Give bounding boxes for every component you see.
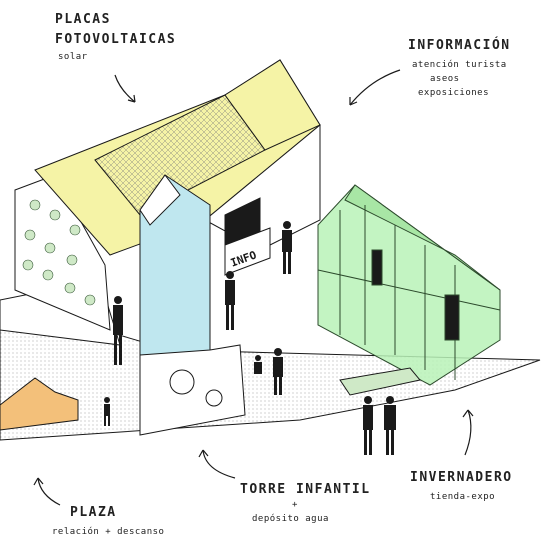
- arrow-greenhouse: [464, 409, 472, 456]
- tower-title: TORRE INFANTIL: [240, 482, 371, 497]
- arrow-info: [349, 69, 401, 106]
- annotation-arrows: [33, 69, 474, 506]
- info-sign: INFO: [224, 227, 271, 276]
- person-icon: [113, 296, 123, 365]
- info-item-1: atención turista: [412, 60, 507, 70]
- kids-tower: [139, 174, 246, 436]
- planter-box: [339, 367, 421, 396]
- person-icon: [282, 221, 292, 274]
- person-icon: [363, 396, 373, 455]
- people: [104, 221, 396, 455]
- info-item-3: exposiciones: [418, 88, 490, 98]
- info-item-2: aseos: [430, 74, 460, 84]
- arrow-tower: [202, 449, 236, 479]
- solar-title-line2: FOTOVOLTAICAS: [55, 32, 177, 47]
- solar-title-line1: PLACAS: [55, 12, 111, 27]
- tower-subtitle: depósito agua: [252, 514, 329, 524]
- arrow-plaza: [37, 477, 61, 506]
- solar-subtitle: solar: [58, 52, 88, 62]
- tower-plus: +: [292, 500, 298, 510]
- greenhouse-subtitle: tienda-expo: [430, 492, 496, 502]
- solar-roof-building: [34, 59, 321, 256]
- person-icon: [384, 396, 396, 455]
- bench: [0, 377, 79, 431]
- person-icon: [273, 348, 283, 395]
- person-icon: [225, 271, 235, 330]
- greenhouse: [317, 184, 501, 386]
- plaza-subtitle: relación + descanso: [52, 527, 165, 537]
- arrow-solar: [114, 74, 136, 103]
- greenhouse-title: INVERNADERO: [410, 470, 513, 485]
- info-title: INFORMACIÓN: [408, 38, 511, 53]
- plaza-title: PLAZA: [70, 505, 117, 520]
- child-icon: [254, 355, 262, 374]
- child-icon: [104, 397, 110, 426]
